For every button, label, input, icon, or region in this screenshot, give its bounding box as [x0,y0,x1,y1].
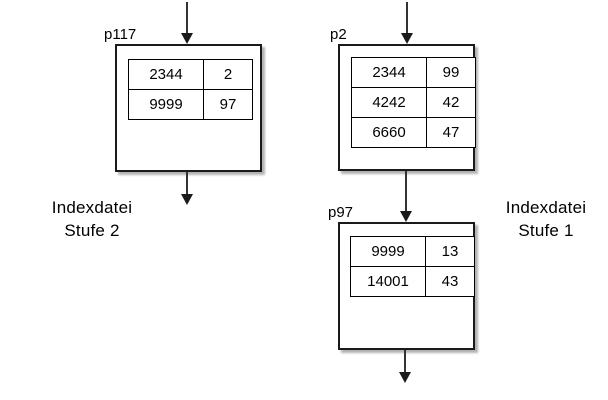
arrow-into-p117 [181,2,193,44]
arrow-shaft [405,171,407,211]
caption-left: Indexdatei Stufe 2 [51,198,133,240]
arrow-shaft [404,350,406,372]
entry-key: 6660 [351,117,427,148]
arrow-head-icon [181,194,193,205]
table-row: 9999 13 [350,236,475,267]
entry-key: 2344 [128,59,204,90]
entry-pointer: 2 [203,59,253,90]
entry-pointer: 47 [426,117,476,148]
table-row: 9999 97 [128,89,253,120]
entry-key: 4242 [351,87,427,118]
arrow-head-icon [181,33,193,44]
arrow-into-p2 [401,2,413,44]
table-row: 2344 99 [351,57,476,88]
arrow-head-icon [401,33,413,44]
entry-pointer: 97 [203,89,253,120]
node-p2: 2344 99 4242 42 6660 47 [338,44,476,171]
entry-key: 9999 [350,236,426,267]
arrow-shaft [186,172,188,194]
arrow-shaft [186,2,188,33]
entry-pointer: 42 [426,87,476,118]
arrow-out-of-p97 [399,350,411,384]
entry-pointer: 13 [425,236,475,267]
node-label-p2: p2 [330,26,347,43]
node-label-p117: p117 [104,26,137,43]
arrow-head-icon [400,211,412,222]
arrow-p2-to-p97 [400,171,412,223]
arrow-head-icon [399,372,411,383]
table-row: 14001 43 [350,266,475,297]
entry-pointer: 43 [425,266,475,297]
entry-key: 9999 [128,89,204,120]
table-row: 4242 42 [351,87,476,118]
table-row: 2344 2 [128,59,253,90]
node-p117: 2344 2 9999 97 [115,44,262,172]
entry-table-p97: 9999 13 14001 43 [350,236,475,297]
arrow-out-of-p117 [181,172,193,206]
node-p97: 9999 13 14001 43 [338,222,475,350]
entry-key: 14001 [350,266,426,297]
caption-right: Indexdatei Stufe 1 [505,198,587,240]
entry-table-p117: 2344 2 9999 97 [128,59,253,120]
entry-pointer: 99 [426,57,476,88]
node-label-p97: p97 [328,204,354,221]
entry-key: 2344 [351,57,427,88]
table-row: 6660 47 [351,117,476,148]
arrow-shaft [406,2,408,33]
entry-table-p2: 2344 99 4242 42 6660 47 [351,57,476,148]
